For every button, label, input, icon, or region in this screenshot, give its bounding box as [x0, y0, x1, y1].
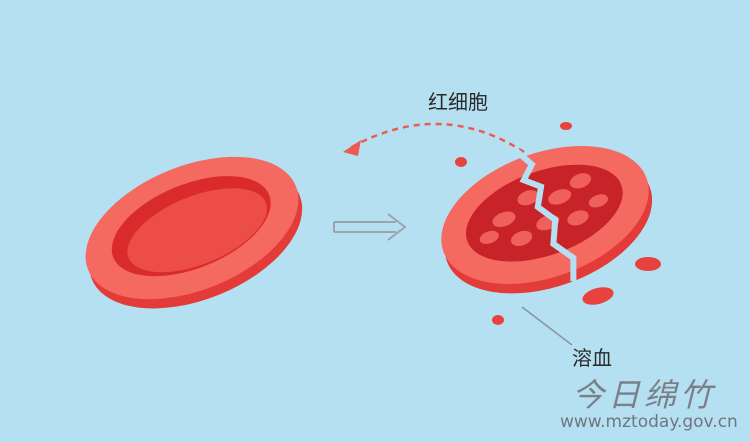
intact-red-blood-cell — [85, 156, 303, 309]
scattered-fragments — [455, 122, 661, 325]
dashed-curve-arrow-icon — [343, 122, 525, 156]
hemolysis-leader-line — [521, 306, 573, 346]
watermark-logo: 今日绵竹 — [572, 376, 717, 414]
red-blood-cell-label: 红细胞 — [428, 90, 488, 114]
watermark-url: www.mztoday.gov.cn — [560, 412, 738, 432]
transition-arrow-icon — [333, 213, 407, 241]
hemolysis-label: 溶血 — [572, 346, 612, 370]
ruptured-red-blood-cell — [441, 146, 653, 294]
